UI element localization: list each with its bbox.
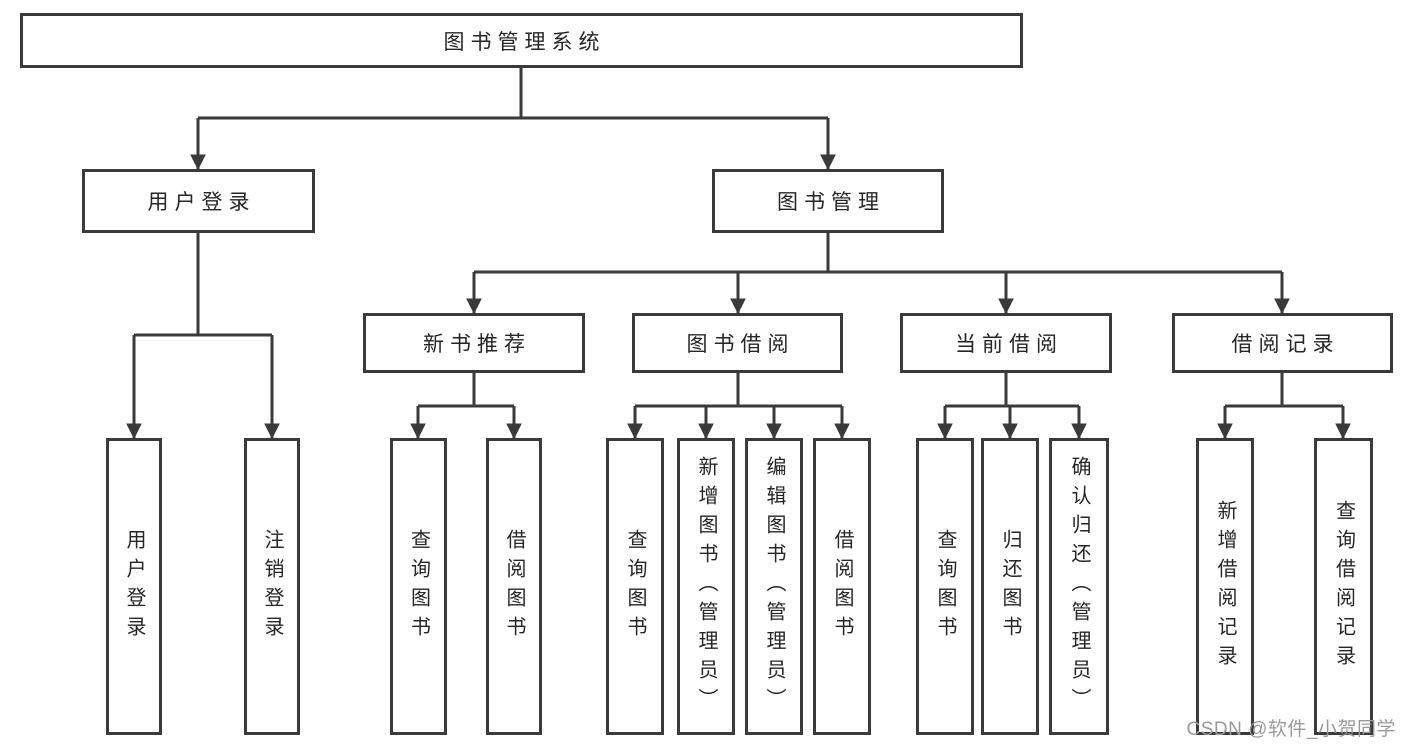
connector-group <box>126 68 1351 440</box>
node-book-borrowing: 图书借阅 <box>632 313 843 373</box>
leaf-current-confirm-return-admin-label: 确认归还（管理员） <box>1068 456 1090 717</box>
leaf-current-query-books-label: 查询图书 <box>934 528 956 645</box>
connector-records-rail <box>1225 373 1343 408</box>
leaf-borrow-add-books-admin: 新增图书（管理员） <box>677 438 735 735</box>
leaf-borrow-borrow-books-label: 借阅图书 <box>831 528 853 645</box>
leaf-records-query-record-label: 查询借阅记录 <box>1332 499 1355 674</box>
leaf-current-query-books: 查询图书 <box>916 438 974 735</box>
connector-user-login-rail <box>134 233 272 337</box>
leaf-current-return-books: 归还图书 <box>981 438 1039 735</box>
leaf-user-login: 用户登录 <box>106 438 162 735</box>
leaf-borrow-edit-books-admin-label: 编辑图书（管理员） <box>763 456 785 717</box>
leaf-recommend-query-books: 查询图书 <box>390 438 447 735</box>
leaf-borrow-borrow-books: 借阅图书 <box>813 438 871 735</box>
leaf-recommend-borrow-books: 借阅图书 <box>486 438 542 735</box>
leaf-records-query-record: 查询借阅记录 <box>1314 438 1373 735</box>
leaf-recommend-borrow-books-label: 借阅图书 <box>503 528 525 645</box>
connector-book-borrow-rail <box>635 373 842 408</box>
leaf-borrow-query-books: 查询图书 <box>606 438 664 735</box>
node-borrowing-records: 借阅记录 <box>1172 313 1393 373</box>
node-library-management-system: 图书管理系统 <box>20 13 1023 68</box>
node-new-book-recommend: 新书推荐 <box>363 313 585 373</box>
leaf-user-login-label: 用户登录 <box>123 528 145 645</box>
watermark: CSDN @软件_小贺同学 <box>1186 719 1396 740</box>
leaf-borrow-query-books-label: 查询图书 <box>624 528 646 645</box>
leaf-logout-label: 注销登录 <box>261 528 283 645</box>
leaf-records-add-record: 新增借阅记录 <box>1196 438 1254 735</box>
leaf-current-confirm-return-admin: 确认归还（管理员） <box>1049 438 1109 735</box>
connector-root-rail <box>198 68 828 120</box>
node-book-management: 图书管理 <box>712 169 944 233</box>
node-user-login: 用户登录 <box>82 169 315 233</box>
leaf-logout: 注销登录 <box>244 438 300 735</box>
leaf-records-add-record-label: 新增借阅记录 <box>1214 499 1236 674</box>
connector-current-borrow-rail <box>945 373 1079 408</box>
leaf-borrow-add-books-admin-label: 新增图书（管理员） <box>695 456 717 717</box>
node-current-borrowing: 当前借阅 <box>900 313 1112 373</box>
connector-book-management-rail <box>474 233 1282 274</box>
leaf-borrow-edit-books-admin: 编辑图书（管理员） <box>745 438 803 735</box>
connector-new-book-rail <box>418 373 514 408</box>
leaf-recommend-query-books-label: 查询图书 <box>407 528 430 645</box>
leaf-current-return-books-label: 归还图书 <box>999 528 1021 645</box>
